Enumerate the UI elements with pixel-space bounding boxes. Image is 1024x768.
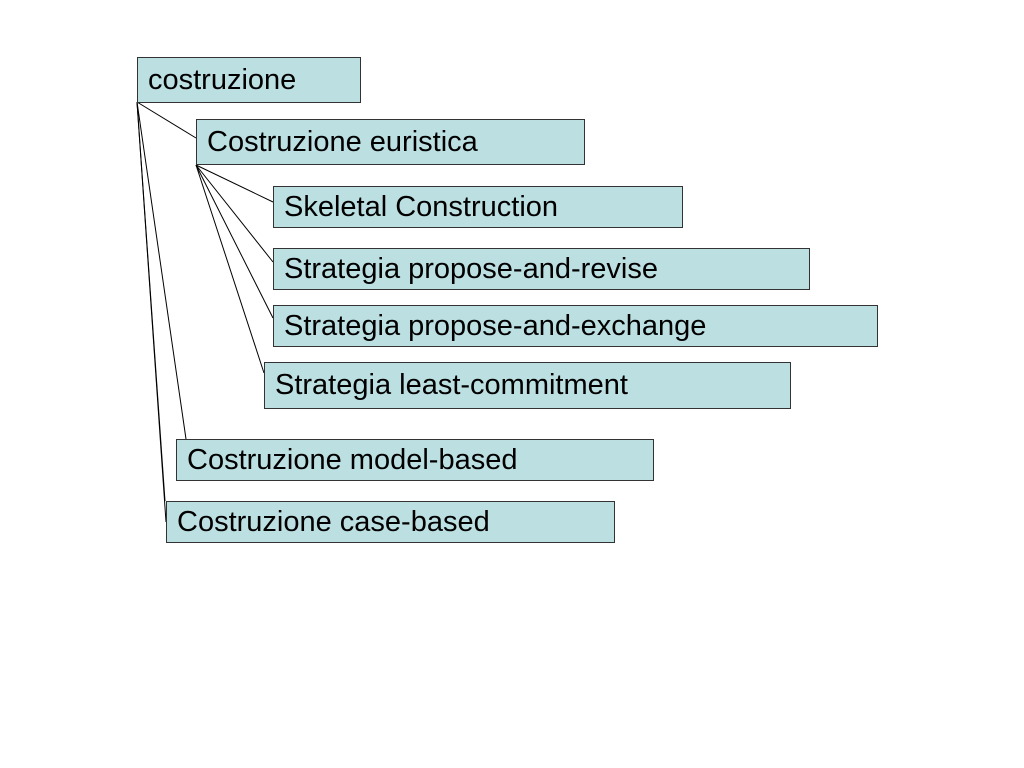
node-skeletal-construction: Skeletal Construction [273,186,683,228]
node-strategia-least-commitment-label: Strategia least-commitment [275,369,628,401]
node-costruzione-model-based-label: Costruzione model-based [187,443,518,476]
node-costruzione-euristica: Costruzione euristica [196,119,585,165]
node-costruzione: costruzione [137,57,361,103]
node-costruzione-model-based: Costruzione model-based [176,439,654,481]
node-costruzione-case-based-label: Costruzione case-based [177,505,490,538]
node-strategia-propose-and-exchange-label: Strategia propose-and-exchange [284,309,707,342]
node-costruzione-case-based: Costruzione case-based [166,501,615,543]
connector-heuristic-to-least-commitment [195,164,265,374]
connector-root-to-heuristic [136,101,197,139]
node-skeletal-construction-label: Skeletal Construction [284,190,559,223]
node-costruzione-label: costruzione [148,63,297,96]
node-strategia-propose-and-revise-label: Strategia propose-and-revise [284,252,658,285]
connector-heuristic-to-propose-exchange [195,164,274,319]
node-strategia-propose-and-exchange: Strategia propose-and-exchange [273,305,878,347]
node-strategia-propose-and-revise: Strategia propose-and-revise [273,248,810,290]
connector-root-to-case-based-left [136,101,166,502]
connector-heuristic-to-propose-revise [195,164,274,263]
connector-root-to-model-based [136,101,187,440]
node-costruzione-euristica-label: Costruzione euristica [207,125,478,158]
node-strategia-least-commitment: Strategia least-commitment [264,362,791,409]
connector-heuristic-to-skeletal [195,164,274,203]
